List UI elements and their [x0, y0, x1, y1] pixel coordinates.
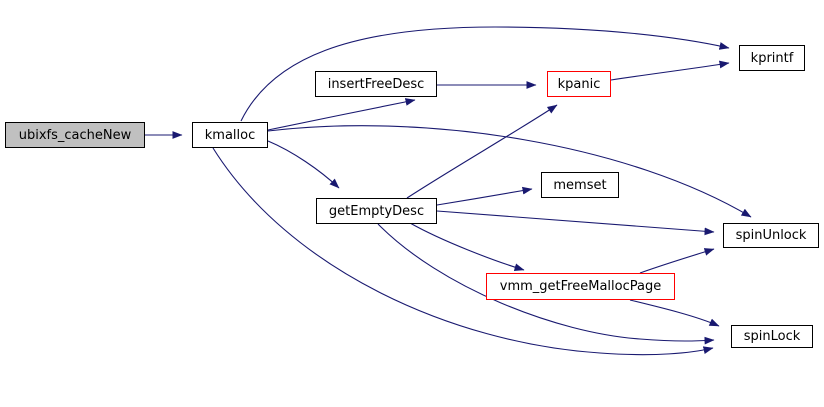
edge-vmm_getFreeMallocPage-to-spinLock [629, 299, 720, 327]
node-kprintf[interactable]: kprintf [739, 45, 805, 71]
node-memset[interactable]: memset [541, 172, 619, 198]
edge-kmalloc-to-getEmptyDesc [267, 140, 340, 189]
edge-getEmptyDesc-to-kpanic [406, 104, 558, 199]
node-getemptydesc[interactable]: getEmptyDesc [316, 198, 437, 224]
edge-getEmptyDesc-to-spinUnlock [436, 210, 715, 236]
node-kpanic[interactable]: kpanic [547, 71, 611, 97]
node-vmm-getfreemallocpage[interactable]: vmm_getFreeMallocPage [486, 273, 675, 300]
node-insertfreedesc[interactable]: insertFreeDesc [315, 71, 437, 97]
edge-kmalloc-to-spinUnlock [267, 125, 752, 218]
edge-getEmptyDesc-to-vmm_getFreeMallocPage [409, 222, 525, 272]
edge-kmalloc-to-spinLock [212, 147, 714, 356]
edge-getEmptyDesc-to-spinLock [377, 223, 715, 345]
edge-kpanic-to-kprintf [610, 60, 730, 81]
edge-kmalloc-to-kprintf [240, 26, 730, 122]
edge-getEmptyDesc-to-memset [436, 186, 533, 206]
node-spinunlock[interactable]: spinUnlock [723, 223, 819, 248]
node-kmalloc[interactable]: kmalloc [192, 122, 268, 148]
edge-vmm_getFreeMallocPage-to-spinUnlock [639, 248, 715, 274]
edge-kmalloc-to-insertFreeDesc [267, 98, 416, 131]
node-spinlock[interactable]: spinLock [731, 325, 813, 348]
node-ubixfs-cachenew[interactable]: ubixfs_cacheNew [5, 122, 145, 148]
